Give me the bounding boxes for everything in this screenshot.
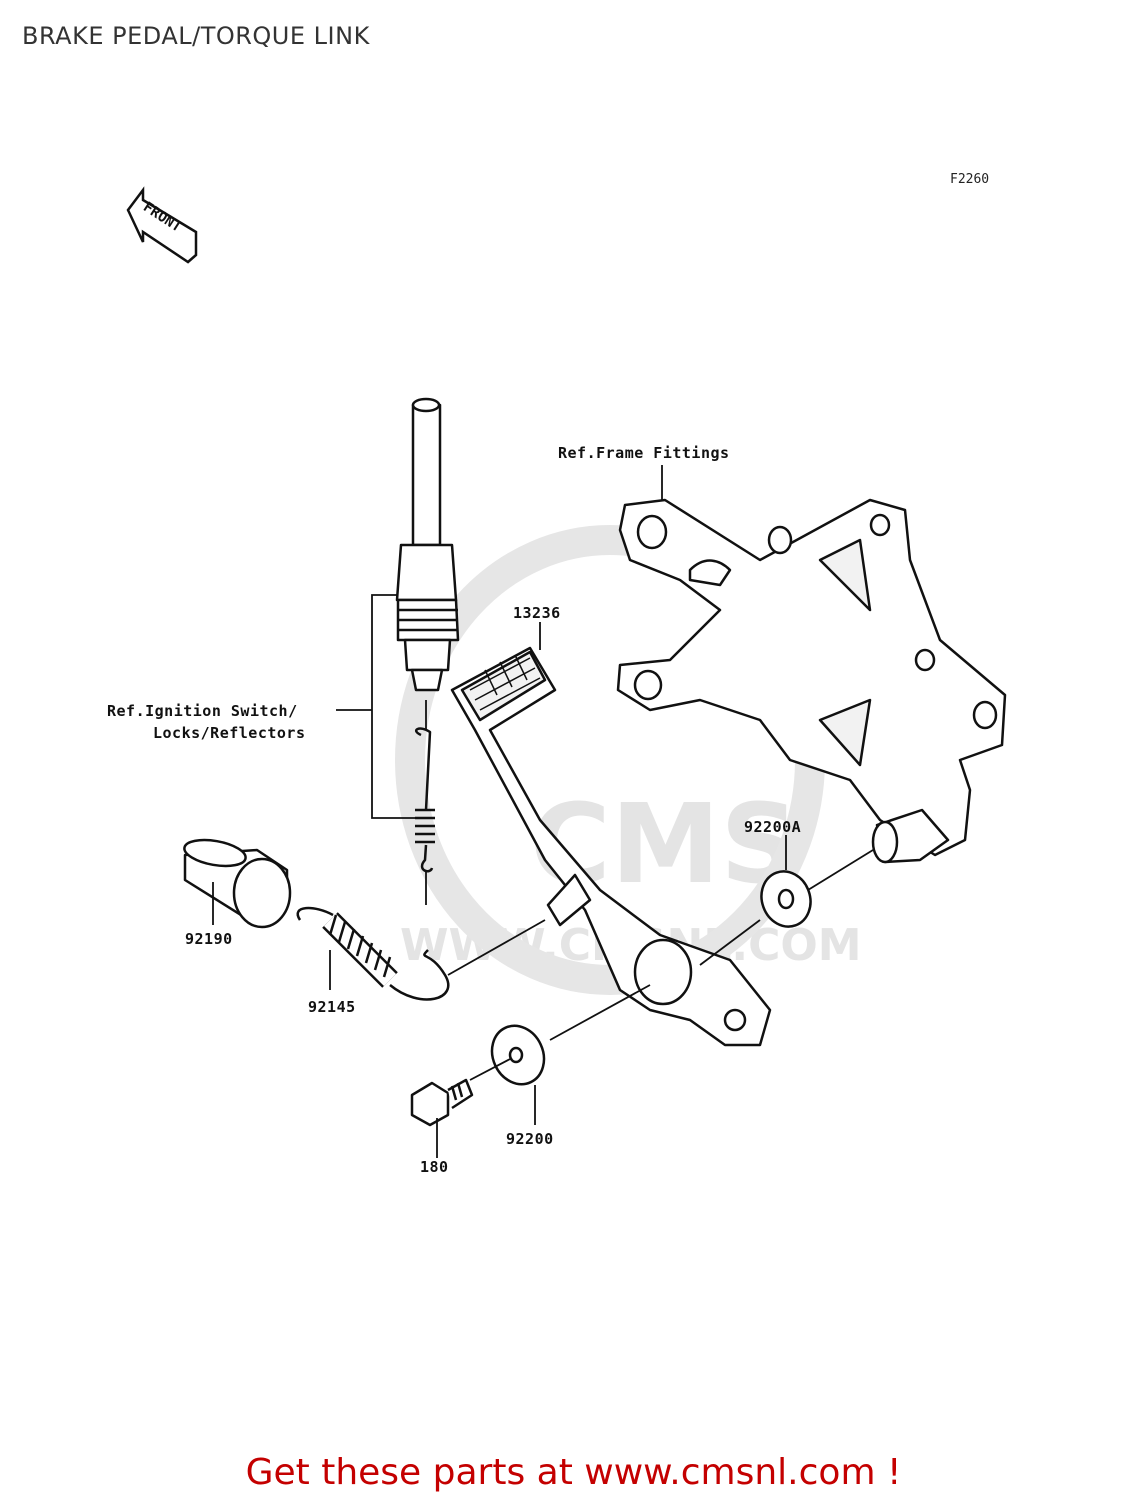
callout-pedal-13236: 13236 xyxy=(513,604,561,622)
callout-ignition-ref-1: Ref.Ignition Switch/ xyxy=(107,702,298,720)
pedal-tread xyxy=(469,654,541,711)
pivot-boss xyxy=(871,808,950,864)
callout-spring-92145: 92145 xyxy=(308,998,356,1016)
cta-link[interactable]: Get these parts at www.cmsnl.com ! xyxy=(245,1452,902,1493)
figure-code: F2260 xyxy=(950,172,990,187)
bolt-180 xyxy=(410,1078,474,1127)
brake-switch xyxy=(395,397,460,692)
callout-ignition-ref-2: Locks/Reflectors xyxy=(153,724,306,742)
collar-92190 xyxy=(183,838,292,929)
front-marker-label: FRONT xyxy=(140,199,184,235)
callout-frame-ref: Ref.Frame Fittings xyxy=(558,444,730,462)
page-title: BRAKE PEDAL/TORQUE LINK xyxy=(22,22,370,50)
return-spring-92145 xyxy=(296,906,450,1001)
frame-fitting xyxy=(616,498,1007,857)
front-arrow-icon: FRONT xyxy=(126,186,198,264)
switch-spring xyxy=(415,727,435,873)
callout-washer-92200a: 92200A xyxy=(744,818,802,836)
leader-lines xyxy=(212,465,874,1158)
brake-pedal-13236 xyxy=(450,646,772,1047)
callout-collar-92190: 92190 xyxy=(185,930,233,948)
callout-bolt-180: 180 xyxy=(420,1158,449,1176)
callout-washer-92200: 92200 xyxy=(506,1130,554,1148)
